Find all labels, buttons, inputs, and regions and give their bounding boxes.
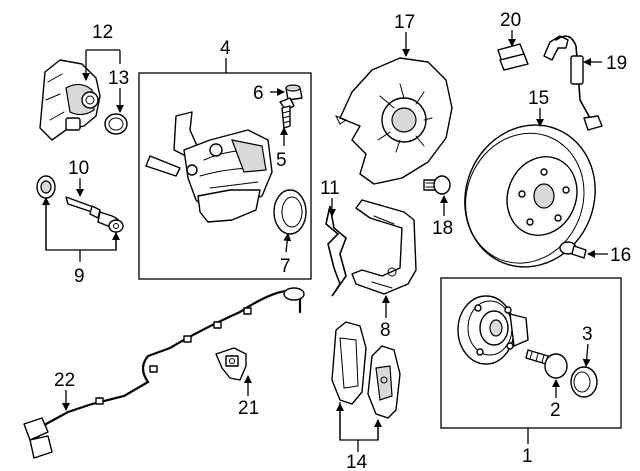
callout-6: 6	[253, 83, 264, 104]
part-5-bleeder-screw[interactable]	[279, 97, 295, 129]
part-7-seal[interactable]	[273, 189, 307, 235]
leader-lines	[42, 30, 608, 452]
part-21-bracket[interactable]	[215, 347, 247, 381]
callout-7: 7	[280, 256, 291, 277]
part-14-brake-pads[interactable]	[331, 321, 401, 419]
part-18-bolt[interactable]	[423, 175, 451, 195]
part-15-rotor[interactable]	[444, 105, 617, 286]
part-20-clip[interactable]	[497, 43, 529, 71]
callout-8: 8	[380, 320, 391, 341]
part-8-bracket[interactable]	[351, 199, 417, 295]
callout-16: 16	[610, 245, 631, 266]
callout-22: 22	[54, 370, 75, 391]
part-17-splash-shield[interactable]	[334, 57, 453, 185]
part-9-guide-pin-set[interactable]	[36, 175, 124, 233]
caliper-group-box	[138, 72, 312, 280]
callout-10: 10	[68, 158, 89, 179]
callout-2: 2	[550, 400, 561, 421]
callout-19: 19	[606, 53, 627, 74]
part-12-actuator[interactable]	[39, 59, 101, 141]
callout-17: 17	[394, 12, 415, 33]
part-4-caliper[interactable]	[145, 111, 273, 223]
part-19-brake-hose[interactable]	[543, 35, 603, 131]
part-3-cap[interactable]	[570, 366, 598, 398]
callout-5: 5	[276, 150, 287, 171]
callout-11: 11	[320, 178, 340, 199]
callout-14: 14	[346, 452, 368, 471]
part-11-spring-clip[interactable]	[325, 205, 347, 297]
callout-12: 12	[92, 22, 113, 43]
callout-1: 1	[522, 446, 533, 467]
callout-20: 20	[500, 10, 521, 31]
part-2-axle-bolt[interactable]	[525, 349, 568, 379]
part-6-bleeder-cap[interactable]	[285, 84, 303, 101]
callout-13: 13	[108, 68, 129, 89]
callout-15: 15	[528, 88, 549, 109]
part-16-screw[interactable]	[559, 241, 587, 259]
callout-4: 4	[220, 38, 231, 59]
part-13-seal[interactable]	[104, 113, 128, 135]
hub-group-box	[440, 277, 622, 429]
part-22-abs-sensor-wire[interactable]	[23, 287, 305, 459]
callout-9: 9	[74, 266, 85, 287]
callout-18: 18	[432, 218, 453, 239]
callout-3: 3	[582, 324, 593, 345]
part-1-hub-bearing[interactable]	[457, 295, 529, 365]
callout-21: 21	[238, 398, 259, 419]
